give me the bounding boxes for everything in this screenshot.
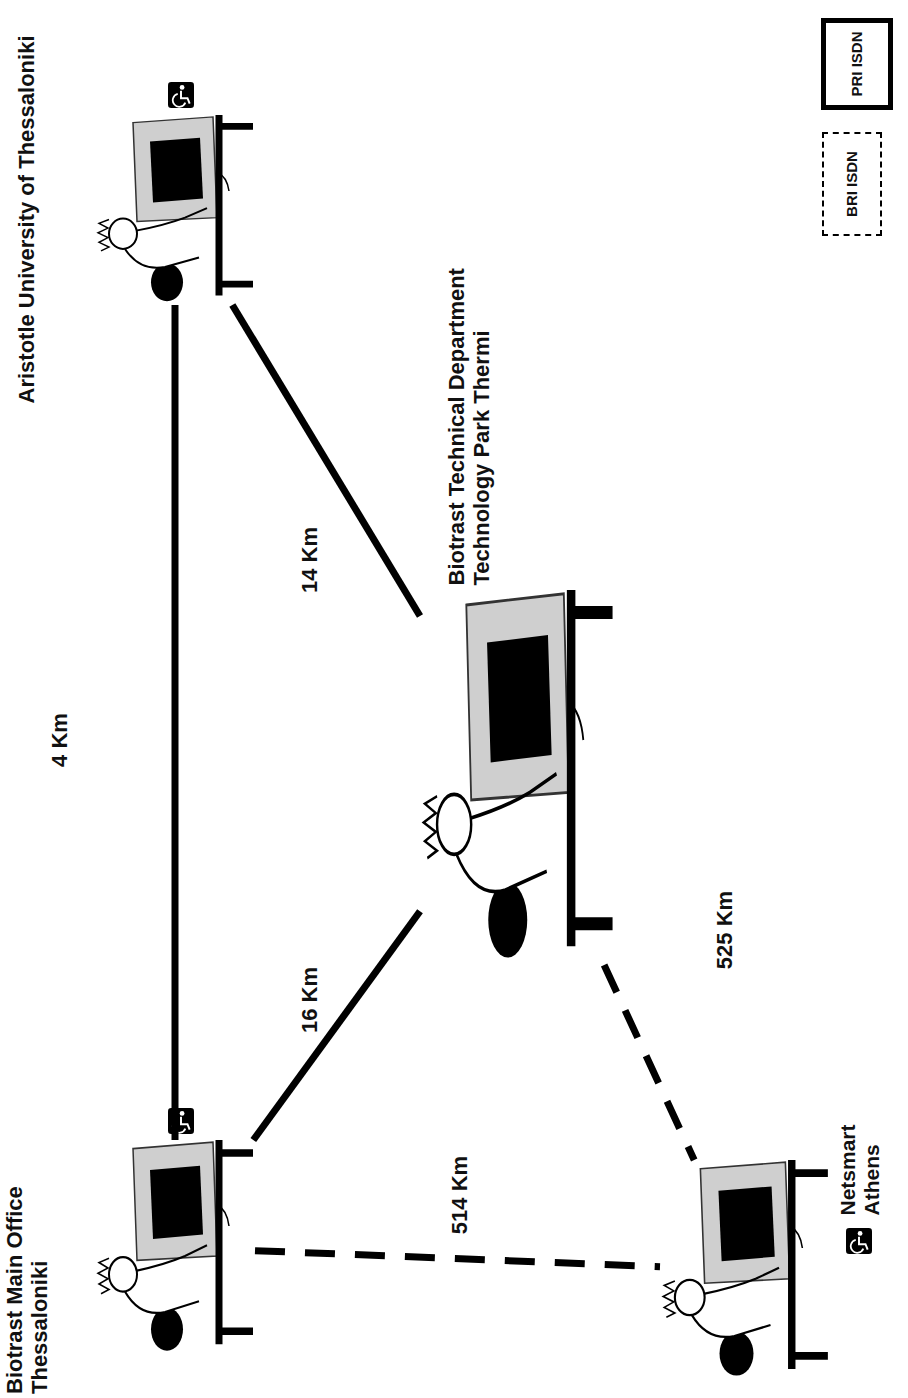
pri-isdn-link xyxy=(232,305,420,616)
site-label: Aristotle University of Thessaloniki xyxy=(15,35,40,790)
legend-text: BRI ISDN xyxy=(844,151,861,217)
workstation-icon xyxy=(663,1160,828,1376)
workstation-icon xyxy=(424,590,613,958)
workstation-icon xyxy=(98,1140,253,1351)
legend-text: PRI ISDN xyxy=(849,31,866,96)
accessibility-symbol xyxy=(846,1228,872,1254)
pri-isdn-link xyxy=(253,911,420,1140)
site-node: Netsmart Athens xyxy=(660,1160,830,1380)
site-node: Biotrast Technical Department Technology… xyxy=(420,590,615,965)
distance-label: 16 Km xyxy=(297,967,323,1033)
workstation-icon xyxy=(98,115,253,301)
distance-label: 525 Km xyxy=(712,891,738,969)
bri-isdn-link xyxy=(604,965,694,1160)
site-label: Biotrast Technical Department Technology… xyxy=(445,180,494,585)
site-node: Aristotle University of Thessaloniki xyxy=(95,115,255,305)
site-label: Biotrast Main Office Thessaloniki xyxy=(3,1098,52,1394)
distance-label: 4 Km xyxy=(47,713,73,767)
legend-sample: PRI ISDN xyxy=(821,18,893,110)
legend-sample: BRI ISDN xyxy=(822,132,882,236)
accessibility-symbol xyxy=(168,82,194,108)
pri-isdn-link xyxy=(172,305,179,1140)
site-node: Biotrast Main Office Thessaloniki xyxy=(95,1140,255,1355)
distance-label: 514 Km xyxy=(447,1156,473,1234)
site-label: Netsmart Athens xyxy=(836,1092,883,1215)
distance-label: 14 Km xyxy=(297,527,323,593)
bri-isdn-link xyxy=(255,1251,660,1267)
